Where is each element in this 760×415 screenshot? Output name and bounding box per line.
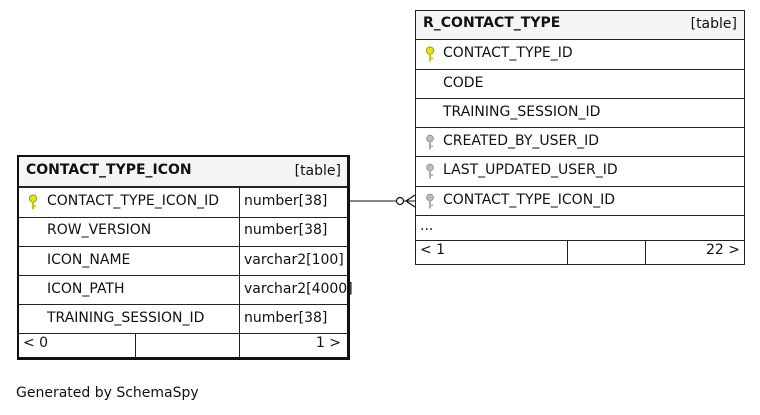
table-footer: < 1 22 > xyxy=(416,241,744,265)
table-row[interactable]: CREATED_BY_USER_ID xyxy=(416,128,744,157)
divider xyxy=(19,333,347,334)
divider xyxy=(416,215,744,216)
key-icon xyxy=(426,163,434,179)
divider xyxy=(19,186,347,188)
key-icon xyxy=(426,193,434,209)
table-name: R_CONTACT_TYPE xyxy=(423,15,561,31)
table-kind: [table] xyxy=(690,16,737,32)
column-name: ICON_PATH xyxy=(47,281,125,297)
key-icon xyxy=(426,134,434,150)
divider xyxy=(416,39,744,40)
column-type: varchar2[4000] xyxy=(244,281,353,297)
table-footer: < 0 1 > xyxy=(19,334,347,357)
footer-left[interactable]: < 0 xyxy=(23,335,49,351)
divider xyxy=(416,69,744,70)
divider xyxy=(416,240,744,241)
table-row[interactable]: CONTACT_TYPE_ICON_ID xyxy=(416,187,744,216)
column-type: number[38] xyxy=(244,310,328,326)
divider xyxy=(416,98,744,99)
divider xyxy=(416,186,744,187)
table-row[interactable]: CONTACT_TYPE_ID xyxy=(416,40,744,69)
divider xyxy=(19,304,347,305)
divider xyxy=(19,275,347,276)
column-divider xyxy=(135,334,136,357)
column-name: LAST_UPDATED_USER_ID xyxy=(443,162,618,178)
column-name: CONTACT_TYPE_ICON_ID xyxy=(47,193,220,209)
column-type: number[38] xyxy=(244,222,328,238)
table-header: CONTACT_TYPE_ICON [table] xyxy=(19,157,347,186)
table-contact-type-icon[interactable]: CONTACT_TYPE_ICON [table] CONTACT_TYPE_I… xyxy=(17,155,353,360)
divider xyxy=(416,127,744,128)
column-name: TRAINING_SESSION_ID xyxy=(443,104,601,120)
ellipsis-row: ... xyxy=(416,216,744,240)
column-type: varchar2[100] xyxy=(244,252,344,268)
column-divider xyxy=(239,188,240,333)
table-row[interactable]: CODE xyxy=(416,70,744,99)
more-columns-indicator: ... xyxy=(420,218,434,234)
footer-right[interactable]: 1 > xyxy=(315,335,341,351)
column-type: number[38] xyxy=(244,193,328,209)
optional-circle-icon xyxy=(395,196,405,206)
column-divider xyxy=(567,241,568,265)
key-icon xyxy=(426,46,434,62)
footer-left[interactable]: < 1 xyxy=(420,242,446,258)
table-row[interactable]: ICON_NAME varchar2[100] xyxy=(19,247,347,276)
relationship-connector[interactable] xyxy=(350,190,416,214)
column-name: ROW_VERSION xyxy=(47,222,152,238)
table-row[interactable]: ICON_PATH varchar2[4000] xyxy=(19,276,353,305)
column-divider xyxy=(239,334,240,357)
divider xyxy=(416,156,744,157)
table-header: R_CONTACT_TYPE [table] xyxy=(416,11,744,39)
table-row[interactable]: CONTACT_TYPE_ICON_ID number[38] xyxy=(19,188,347,217)
crows-foot-icon xyxy=(405,200,416,208)
column-name: CONTACT_TYPE_ICON_ID xyxy=(443,192,616,208)
table-r-contact-type[interactable]: R_CONTACT_TYPE [table] CONTACT_TYPE_ID C… xyxy=(415,10,745,265)
crows-foot-icon xyxy=(405,194,416,202)
key-icon xyxy=(29,194,37,210)
column-divider xyxy=(645,241,646,265)
table-row[interactable]: ROW_VERSION number[38] xyxy=(19,218,347,246)
column-name: CREATED_BY_USER_ID xyxy=(443,133,600,149)
table-row[interactable]: TRAINING_SESSION_ID xyxy=(416,99,744,128)
column-name: TRAINING_SESSION_ID xyxy=(47,310,205,326)
footer-right[interactable]: 22 > xyxy=(706,242,740,258)
table-name: CONTACT_TYPE_ICON xyxy=(26,162,192,178)
divider xyxy=(19,246,347,247)
generated-by-caption: Generated by SchemaSpy xyxy=(16,385,199,401)
column-name: CONTACT_TYPE_ID xyxy=(443,45,573,61)
table-row[interactable]: LAST_UPDATED_USER_ID xyxy=(416,157,744,186)
table-kind: [table] xyxy=(294,163,341,179)
column-name: CODE xyxy=(443,75,484,91)
table-row[interactable]: TRAINING_SESSION_ID number[38] xyxy=(19,305,347,333)
column-name: ICON_NAME xyxy=(47,252,131,268)
divider xyxy=(19,217,347,218)
